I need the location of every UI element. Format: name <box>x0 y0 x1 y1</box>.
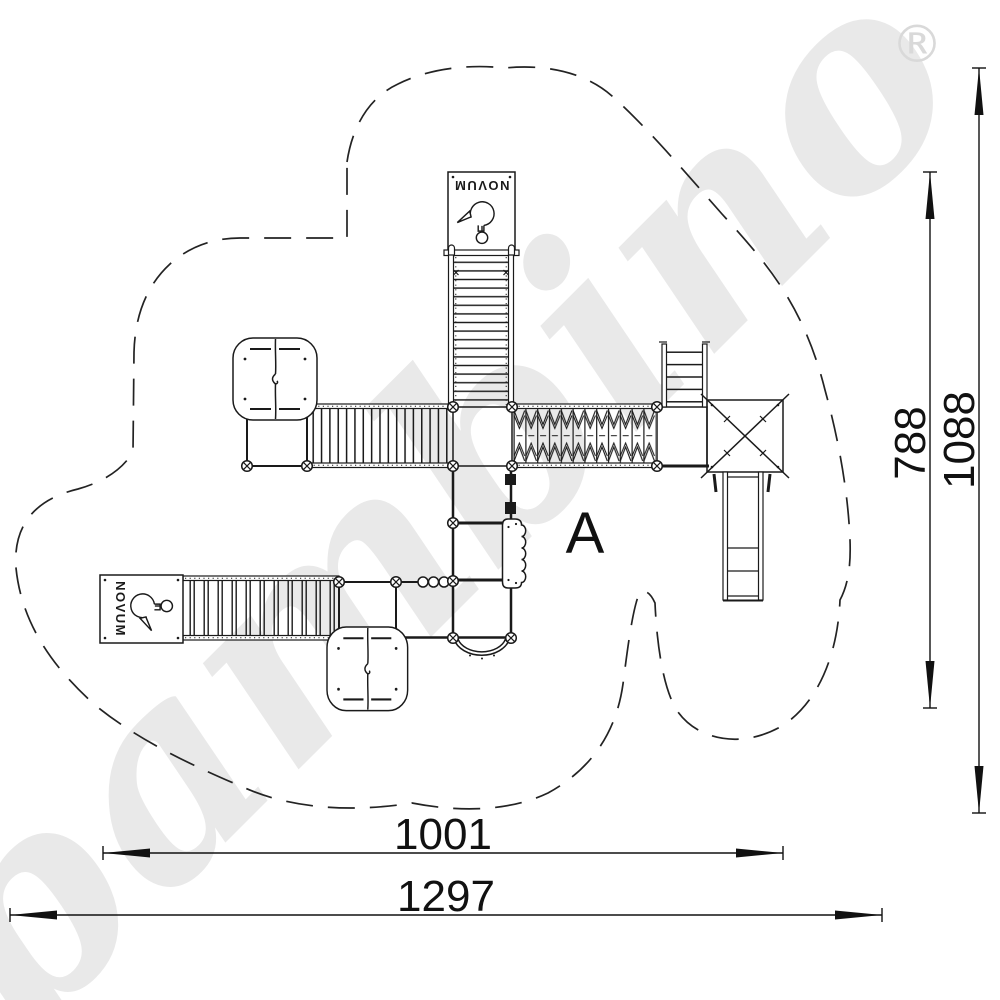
dimension-inner-width-label: 1001 <box>394 810 492 859</box>
safety-zone-outline <box>14 65 852 810</box>
right-slide <box>712 471 772 602</box>
left-ramp-ladder <box>182 575 340 641</box>
dimension-inner-width: 1001 <box>102 810 784 860</box>
center-column <box>396 466 527 660</box>
toddler-slide-upper <box>232 337 318 421</box>
rung-bridge <box>306 403 454 469</box>
dimension-outer-width: 1297 <box>9 872 883 922</box>
dimension-inner-height-label: 788 <box>886 406 935 479</box>
net-bridge <box>511 403 658 469</box>
dimension-outer-height-label: 1088 <box>935 391 984 489</box>
tower-roof <box>700 393 790 479</box>
entry-arch <box>453 638 511 660</box>
left-panel-brand: NOVUM <box>113 581 128 637</box>
hand-rings <box>417 576 450 588</box>
dimension-inner-height: 788 <box>886 171 937 709</box>
dimension-outer-height: 1088 <box>935 67 986 814</box>
vertical-ladder <box>447 254 515 408</box>
central-platform <box>452 406 513 467</box>
toddler-slide-lower <box>325 625 409 712</box>
playground-structure: NOVUM <box>99 171 790 712</box>
left-entry-panel: NOVUM <box>99 574 184 644</box>
section-label: A <box>566 501 605 566</box>
right-steps <box>659 341 710 408</box>
climbing-wall-panel <box>501 518 527 589</box>
top-entry-panel: NOVUM <box>443 171 520 258</box>
watermark-registered-icon: ® <box>891 15 943 75</box>
top-panel-brand: NOVUM <box>454 178 510 193</box>
dimension-outer-width-label: 1297 <box>397 872 495 921</box>
